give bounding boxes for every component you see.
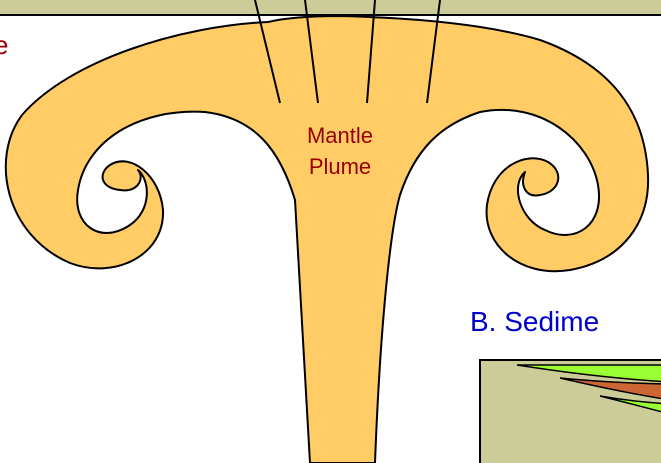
section-b-title: B. Sedime: [470, 308, 599, 336]
left-edge-label-fragment: e: [0, 32, 8, 58]
top-band: [0, 0, 661, 15]
mantle-plume-label-line1: Mantle: [281, 120, 399, 151]
mantle-plume-label-line2: Plume: [281, 151, 399, 182]
mantle-plume-label: Mantle Plume: [281, 120, 399, 182]
